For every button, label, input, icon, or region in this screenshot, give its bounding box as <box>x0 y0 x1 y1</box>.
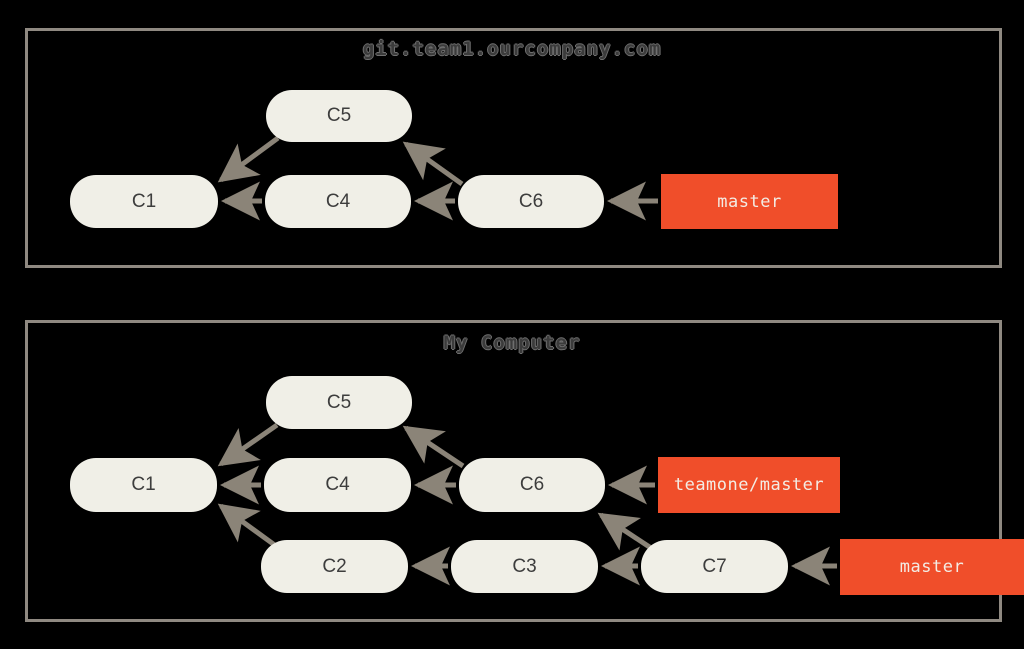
commit-label: C5 <box>326 105 352 126</box>
branch-label-text: teamone/master <box>673 475 825 495</box>
commit-label: C5 <box>326 391 352 413</box>
branch-label-teamone-master[interactable]: teamone/master <box>658 457 840 513</box>
commit-node-c5[interactable]: C5 <box>266 376 412 429</box>
commit-label: C1 <box>131 190 157 212</box>
commit-node-c4[interactable]: C4 <box>264 458 411 512</box>
branch-label-text: master <box>717 191 782 212</box>
branch-label-master-remote[interactable]: master <box>661 174 838 229</box>
commit-node-c5[interactable]: C5 <box>266 90 412 142</box>
commit-label: C6 <box>518 190 544 212</box>
panel-remote-repository <box>25 28 1002 268</box>
commit-label: C4 <box>325 190 351 212</box>
panel-local-repository <box>25 320 1002 622</box>
commit-label: C4 <box>325 474 350 495</box>
commit-node-c1[interactable]: C1 <box>70 175 218 228</box>
commit-node-c4[interactable]: C4 <box>265 175 411 228</box>
commit-node-c2[interactable]: C2 <box>261 540 408 593</box>
commit-node-c6[interactable]: C6 <box>458 175 604 228</box>
commit-node-c6[interactable]: C6 <box>459 458 605 512</box>
panel-local-title: My Computer <box>443 332 581 354</box>
commit-label: C7 <box>702 555 727 577</box>
commit-node-c3[interactable]: C3 <box>451 540 598 593</box>
commit-label: C6 <box>519 474 545 495</box>
branch-label-master-local[interactable]: master <box>840 539 1024 595</box>
commit-label: C3 <box>512 555 537 577</box>
commit-label: C1 <box>131 474 156 495</box>
commit-label: C2 <box>322 555 347 577</box>
panel-remote-title: git.team1.ourcompany.com <box>362 38 662 60</box>
commit-node-c1[interactable]: C1 <box>70 458 217 512</box>
commit-node-c7[interactable]: C7 <box>641 540 788 593</box>
branch-label-text: master <box>899 557 965 577</box>
